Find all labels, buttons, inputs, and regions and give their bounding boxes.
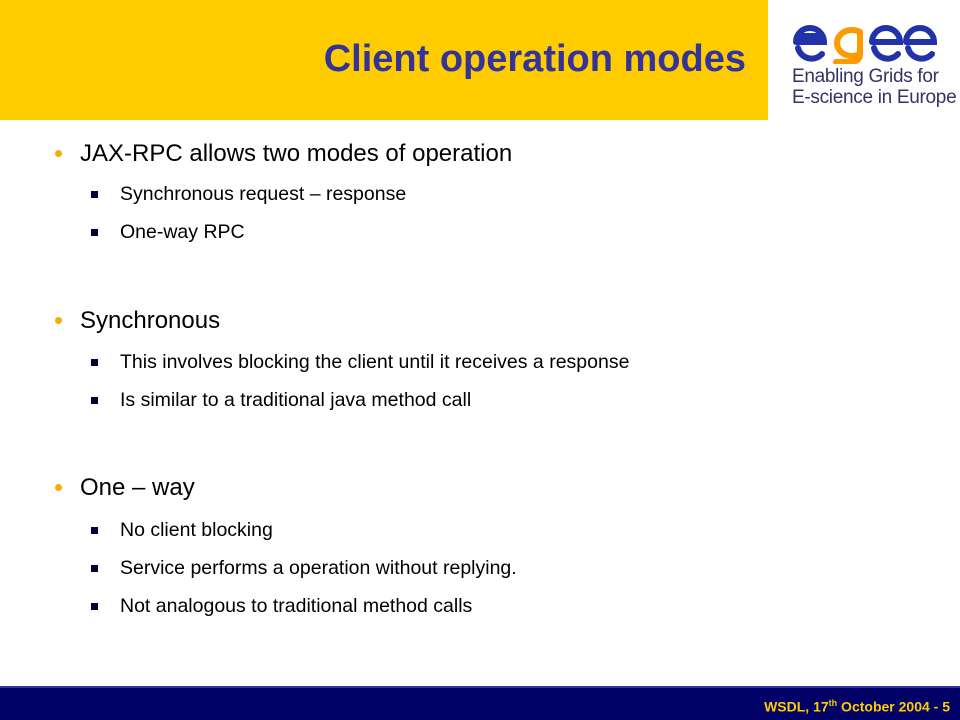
footer-bar: WSDL, 17th October 2004 - 5	[0, 686, 960, 720]
egee-logo-icon	[793, 25, 938, 64]
bullet-heading: JAX-RPC allows two modes of operation	[80, 140, 513, 167]
sub-bullet: Is similar to a traditional java method …	[120, 389, 472, 411]
sub-bullet-mark	[91, 565, 98, 572]
sub-bullet-mark	[91, 359, 98, 366]
slide-title: Client operation modes	[323, 38, 746, 80]
sub-bullet: Synchronous request – response	[120, 183, 407, 205]
sub-bullet-mark	[91, 397, 98, 404]
sub-bullet: Not analogous to traditional method call…	[120, 595, 473, 617]
sub-bullet-mark	[91, 527, 98, 534]
bullet-heading: One – way	[80, 474, 195, 501]
sub-bullet-mark	[91, 191, 98, 198]
egee-logo: Enabling Grids for E-science in Europe	[770, 0, 960, 120]
sub-bullet: One-way RPC	[120, 221, 245, 243]
sub-bullet: No client blocking	[120, 519, 273, 541]
footer-prefix: WSDL, 17	[764, 698, 829, 715]
logo-tagline-2: E-science in Europe	[792, 87, 957, 108]
bullet-heading: Synchronous	[80, 307, 221, 334]
logo-tagline-1: Enabling Grids for	[792, 66, 939, 87]
bullet-dot	[55, 150, 62, 157]
footer-text: WSDL, 17th October 2004 - 5	[764, 698, 950, 715]
sub-bullet: This involves blocking the client until …	[120, 351, 630, 373]
sub-bullet: Service performs a operation without rep…	[120, 557, 517, 579]
footer-superscript: th	[828, 698, 838, 708]
slide-content: JAX-RPC allows two modes of operation Sy…	[55, 140, 630, 617]
bullet-dot	[55, 484, 62, 491]
title-bar: Client operation modes	[0, 0, 768, 120]
footer-suffix: October 2004 - 5	[837, 698, 950, 715]
sub-bullet-mark	[91, 229, 98, 236]
sub-bullet-mark	[91, 603, 98, 610]
bullet-dot	[55, 317, 62, 324]
